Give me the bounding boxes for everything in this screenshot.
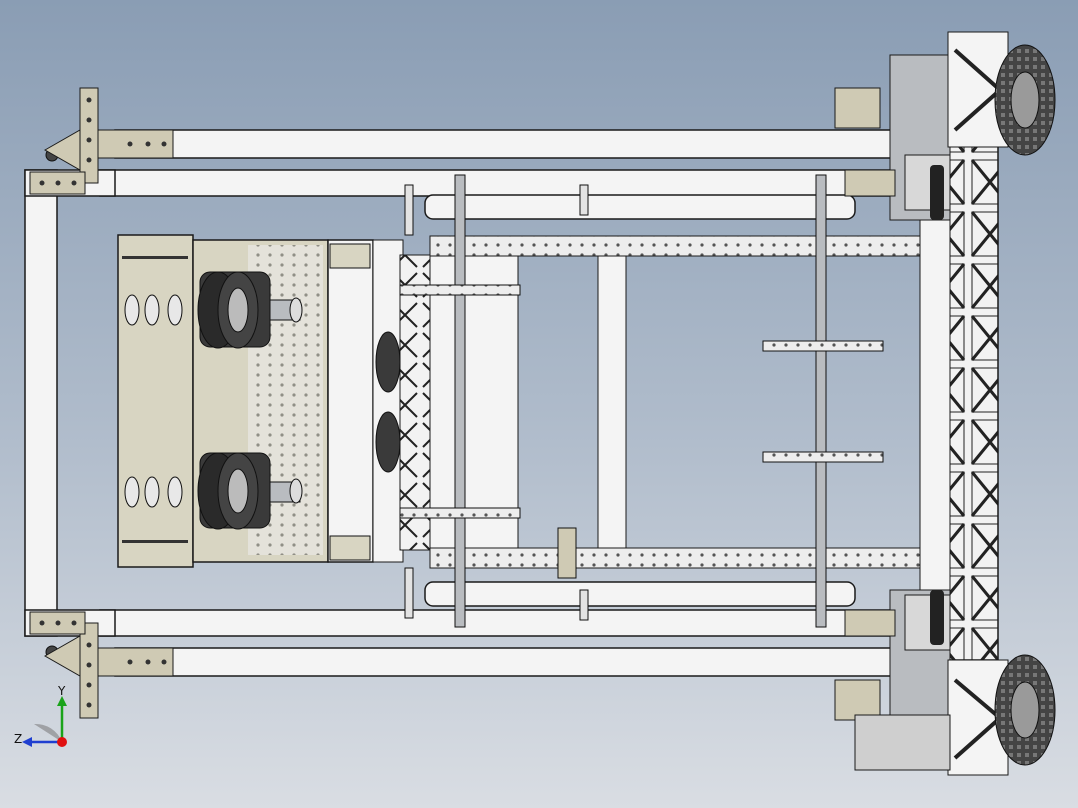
triad-y-label: Y [58, 684, 66, 698]
perforated-rail-top [429, 235, 921, 257]
left-bottom-bracket [29, 611, 174, 719]
left-end-frame [24, 169, 116, 637]
intake-roller-top [375, 331, 401, 393]
intake-roller-bottom [375, 411, 401, 473]
arm-bar-top [424, 194, 856, 220]
triad-graphic [22, 696, 67, 747]
flywheel-bottom [197, 452, 303, 530]
drive-module-bottom [834, 589, 1009, 776]
perforated-rail-bottom [429, 547, 921, 569]
orientation-triad[interactable]: Y Z [12, 684, 82, 754]
drive-wheel-top [994, 44, 1056, 156]
shaft-front [399, 174, 521, 628]
roller-stack-top [124, 294, 183, 326]
arm-bar-bottom [424, 581, 856, 607]
top-outer-rail [99, 129, 906, 197]
right-rail-brackets [844, 169, 896, 637]
spacer-posts [404, 184, 589, 621]
flywheel-top [197, 271, 303, 349]
drive-wheel-bottom [994, 654, 1056, 766]
left-top-bracket [29, 87, 174, 195]
triad-z-label: Z [14, 732, 23, 746]
shaft-rear [762, 174, 884, 628]
roller-stack-bottom [124, 476, 183, 508]
bottom-outer-rail [99, 609, 906, 677]
